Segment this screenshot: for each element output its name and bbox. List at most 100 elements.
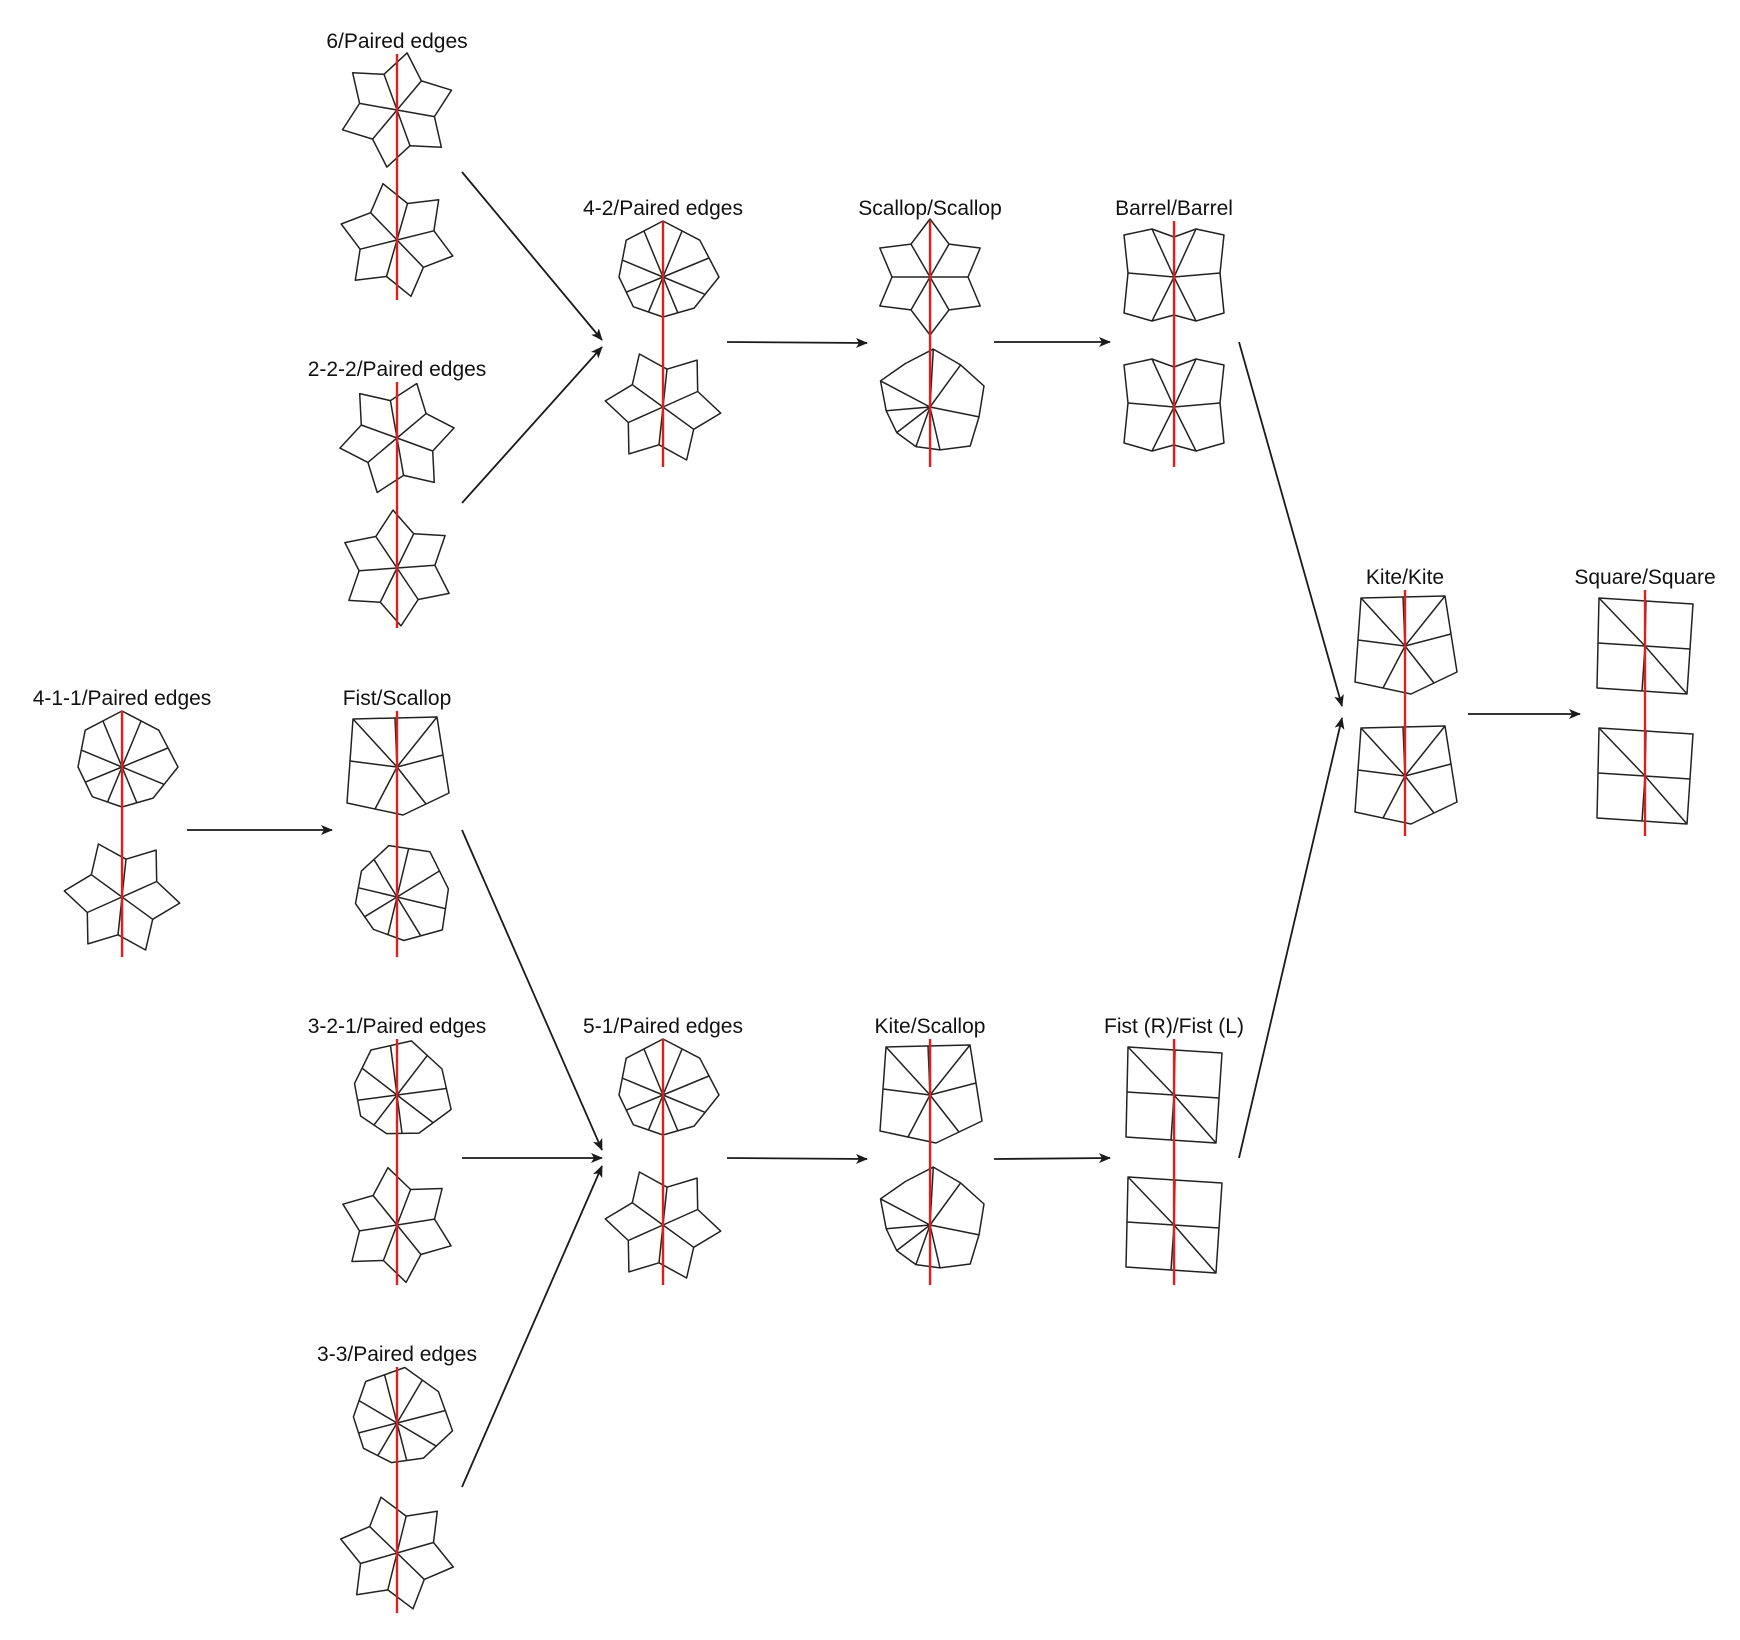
- piece-spoke: [396, 564, 435, 569]
- state-node-n51: 5-1/Paired edges: [583, 1015, 743, 1285]
- piece-outline: [618, 220, 720, 318]
- piece-spoke: [1173, 1224, 1220, 1229]
- piece-spoke: [1597, 772, 1646, 777]
- piece-spoke: [1404, 763, 1452, 777]
- state-node-nfs: Fist/Scallop: [343, 687, 451, 957]
- piece-outline: [354, 844, 450, 942]
- piece-spoke: [1173, 228, 1197, 278]
- piece-spoke: [885, 1046, 931, 1096]
- piece-spoke: [1173, 272, 1221, 278]
- piece-outline: [339, 382, 455, 494]
- piece-spoke: [662, 257, 710, 278]
- state-node-nsq: Square/Square: [1574, 566, 1716, 836]
- piece-spoke: [1151, 358, 1175, 408]
- piece-spoke: [1173, 402, 1221, 408]
- piece-spoke: [90, 874, 123, 898]
- piece-spoke: [1644, 775, 1688, 825]
- state-node-n42: 4-2/Paired edges: [583, 197, 743, 467]
- piece-spoke: [929, 1182, 962, 1226]
- piece-outline: [77, 710, 179, 808]
- piece-spoke: [1404, 725, 1446, 777]
- piece-spoke: [121, 766, 138, 803]
- piece-spoke: [1127, 1046, 1175, 1096]
- piece-spoke: [643, 1048, 664, 1096]
- piece-spoke: [102, 720, 123, 768]
- piece-outline: [342, 1166, 452, 1284]
- state-node-n321: 3-2-1/Paired edges: [308, 1015, 486, 1285]
- piece-spoke: [882, 1088, 931, 1096]
- piece-spoke: [396, 80, 422, 111]
- piece-spoke: [1404, 633, 1452, 647]
- piece-spoke: [626, 1094, 664, 1111]
- piece-spoke: [352, 718, 398, 768]
- piece-outline: [353, 1040, 452, 1135]
- piece-spoke: [396, 1379, 423, 1424]
- piece-spoke: [374, 766, 398, 810]
- piece-spoke: [886, 1224, 931, 1230]
- piece-spoke: [647, 1094, 664, 1131]
- piece-spoke: [1360, 727, 1406, 777]
- piece-spoke: [1173, 358, 1197, 408]
- piece-spoke: [396, 1224, 422, 1255]
- piece-outline: [618, 1038, 720, 1136]
- piece-spoke: [379, 567, 398, 603]
- piece-spoke: [106, 766, 123, 803]
- state-node-nss: Scallop/Scallop: [858, 197, 1002, 467]
- piece-spoke: [929, 364, 962, 408]
- piece-spoke: [910, 243, 931, 278]
- piece-spoke: [1151, 276, 1175, 322]
- piece-spoke: [349, 760, 398, 768]
- piece-spoke: [358, 1399, 398, 1424]
- piece-spoke: [372, 1195, 398, 1226]
- piece-spoke: [1382, 775, 1406, 819]
- arrow-n6-to-n42: [461, 171, 603, 341]
- piece-spoke: [364, 896, 398, 918]
- piece-spoke: [662, 1094, 679, 1131]
- piece-spoke: [1597, 642, 1646, 647]
- state-node-nff: Fist (R)/Fist (L): [1104, 1015, 1244, 1285]
- state-node-n411: 4-1-1/Paired edges: [33, 687, 211, 957]
- piece-spoke: [662, 1094, 706, 1114]
- state-node-n222: 2-2-2/Paired edges: [308, 358, 486, 628]
- piece-spoke: [929, 1094, 960, 1133]
- piece-spoke: [396, 203, 409, 241]
- arrow-n42-to-nss: [726, 337, 868, 348]
- state-label: Kite/Kite: [1366, 566, 1444, 589]
- piece-spoke: [1357, 639, 1406, 647]
- arrow-n51-to-nks: [726, 1153, 868, 1164]
- piece-spoke: [1151, 228, 1175, 278]
- piece-spoke: [1644, 775, 1691, 780]
- piece-spoke: [1151, 406, 1175, 452]
- piece-spoke: [631, 1202, 664, 1226]
- piece-outline: [340, 182, 454, 298]
- piece-spoke: [910, 276, 931, 311]
- piece-spoke: [396, 896, 422, 937]
- piece-spoke: [1173, 1224, 1217, 1274]
- piece-spoke: [373, 858, 398, 898]
- piece-spoke: [396, 848, 410, 898]
- piece-spoke: [396, 1087, 447, 1096]
- piece-spoke: [1598, 727, 1646, 777]
- piece-spoke: [1404, 645, 1435, 684]
- piece-spoke: [929, 406, 980, 418]
- piece-spoke: [662, 1208, 699, 1226]
- arrow-nfs-to-n51: [461, 829, 603, 1151]
- piece-spoke: [396, 1094, 434, 1124]
- piece-spoke: [662, 406, 695, 430]
- piece-spoke: [358, 1422, 398, 1434]
- piece-spoke: [662, 1075, 710, 1096]
- piece-spoke: [647, 276, 664, 313]
- piece-spoke: [896, 406, 931, 434]
- piece-outline: [604, 353, 722, 461]
- piece-spoke: [86, 896, 123, 914]
- piece-spoke: [662, 230, 683, 278]
- state-node-nks: Kite/Scallop: [875, 1015, 985, 1285]
- piece-spoke: [929, 276, 950, 311]
- piece-spoke: [121, 720, 142, 768]
- piece-spoke: [369, 1526, 398, 1554]
- piece-spoke: [627, 1224, 664, 1242]
- state-label: 6/Paired edges: [326, 30, 467, 53]
- piece-spoke: [662, 1048, 683, 1096]
- piece-outline: [341, 52, 453, 168]
